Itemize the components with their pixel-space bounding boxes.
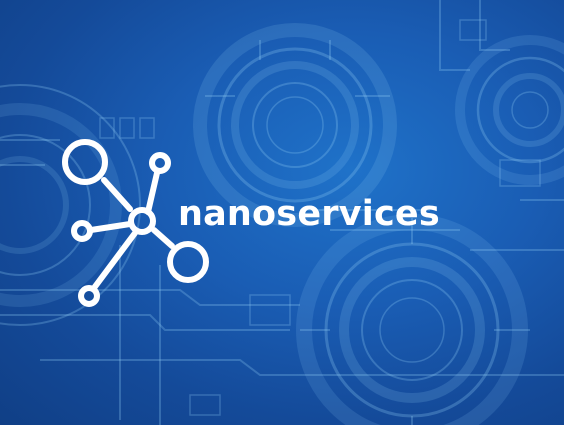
gear-right xyxy=(455,35,564,185)
edge-to-right-node xyxy=(151,227,175,249)
edge-to-bottom-node xyxy=(91,230,138,291)
top-node xyxy=(149,152,171,174)
gear-left xyxy=(0,84,141,326)
gear-top xyxy=(193,23,397,227)
edge-to-left-node xyxy=(88,221,133,233)
hub-node xyxy=(128,207,156,235)
bottom-node xyxy=(78,285,100,307)
big-node xyxy=(62,139,108,185)
edge-to-big-node xyxy=(101,177,133,212)
brand-wordmark: nanoservices xyxy=(178,194,440,234)
edge-to-top-node xyxy=(145,170,160,215)
circuit-pads xyxy=(99,19,541,416)
gear-bottom xyxy=(296,214,530,425)
left-node xyxy=(71,220,93,242)
right-node xyxy=(167,241,209,283)
